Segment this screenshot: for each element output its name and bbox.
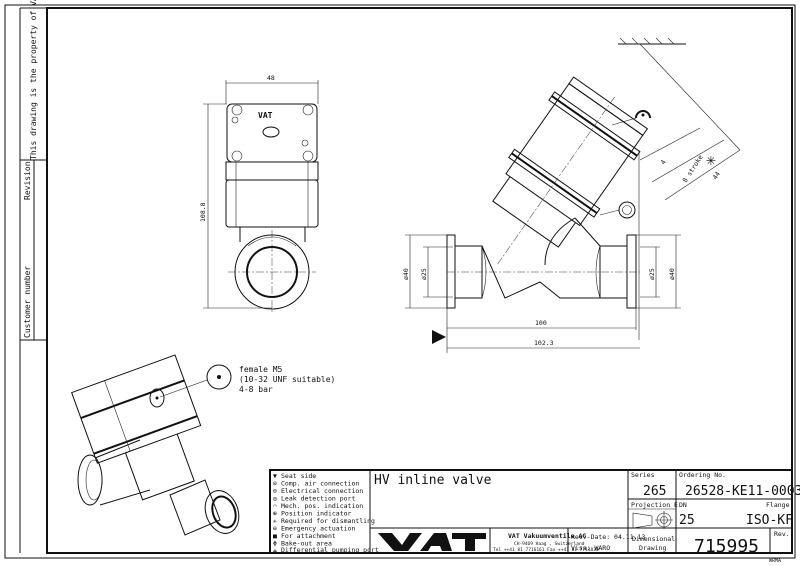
legend-mech-pos-icon: ⌒: [273, 502, 277, 510]
drawing-title: HV inline valve: [374, 473, 492, 488]
offset-dimension: 4: [659, 158, 668, 166]
company-name: VAT Vakuumventile AG: [508, 532, 586, 540]
legend-position-indicator-icon: ⊕: [273, 510, 277, 518]
doc-type-line1: Dimensional: [632, 535, 675, 543]
legend-item: Differential pumping port: [281, 546, 379, 554]
legend-item: For attachment: [281, 532, 336, 540]
dismantle-dimension: 44: [711, 170, 722, 181]
legend-leak-detection-icon: ◎: [273, 495, 277, 503]
height-dimension: 108.8: [199, 202, 207, 222]
legend-bake-out-icon: Φ: [273, 540, 277, 548]
legend-seat-side-icon: ▼: [273, 472, 277, 480]
left-outer-diameter: ø40: [402, 268, 410, 280]
series-value: 265: [643, 484, 666, 499]
legend-dismantling-icon: ✳: [273, 517, 277, 525]
side-view: 4 8 stroke 44 ✳ ø40 ø25 ø25 ø40 100 102.…: [402, 37, 741, 353]
legend-item: Comp. air connection: [281, 480, 359, 488]
visa: Visa: WARO: [571, 544, 610, 552]
length-dimension: 100: [535, 319, 547, 327]
left-inner-diameter: ø25: [420, 268, 428, 280]
iso-view: female M5 (10-32 UNF suitable) 4-8 bar: [71, 354, 335, 536]
outer-border: [4, 4, 796, 559]
flange-value: ISO-KF: [746, 513, 793, 528]
legend-comp-air-icon: ⊙: [273, 480, 277, 488]
legend-item: Position indicator: [281, 510, 352, 518]
legend-item: Seat side: [281, 472, 316, 480]
drawing-number: 715995: [694, 536, 759, 557]
dn-value: 25: [679, 513, 695, 528]
vat-logo: [378, 533, 486, 551]
customer-number-label: Customer number: [23, 266, 32, 338]
property-note: This drawing is the property of VAT.: [29, 0, 38, 160]
sheet-code: WRMA: [769, 558, 781, 564]
legend-attachment-icon: ■: [273, 532, 277, 540]
doc-type-line2: Drawing: [639, 544, 666, 552]
mech-pos-symbol: [641, 113, 645, 117]
port-note-line3: 4-8 bar: [239, 385, 273, 394]
port-note-line2: (10-32 UNF suitable): [239, 375, 335, 384]
dn-label: DN: [679, 501, 687, 509]
projection-symbol: [632, 511, 673, 529]
vat-logo: VAT: [258, 111, 273, 120]
legend-emergency-icon: ⊖: [273, 525, 277, 533]
front-view: VAT 48 108.8: [199, 74, 319, 314]
dismantling-symbol: ✳: [706, 150, 716, 169]
company-address: CH-9469 Haag , Switzerland: [514, 541, 585, 547]
overall-length-dimension: 102.3: [534, 339, 554, 347]
title-block: ▼ Seat side ⊙ Comp. air connection ⊖ Ele…: [269, 469, 800, 564]
legend-item: Electrical connection: [281, 487, 363, 495]
legend-item: Required for dismantling: [281, 517, 375, 525]
projection-label: Projection E: [631, 501, 678, 509]
legend: ▼ Seat side ⊙ Comp. air connection ⊖ Ele…: [273, 472, 379, 555]
legend-item: Emergency actuation: [281, 525, 355, 533]
rev-date: Rev.-Date: 04.11.13: [571, 533, 645, 541]
flange-label: Flange: [766, 501, 790, 509]
width-dimension: 48: [267, 74, 275, 82]
legend-item: Mech. pos. indication: [281, 502, 363, 510]
right-inner-diameter: ø25: [648, 268, 656, 280]
revision-label: Revision: [23, 161, 32, 200]
ordering-number: 26528-KE11-0003: [685, 484, 800, 499]
right-outer-diameter: ø40: [668, 268, 676, 280]
seat-side-symbol: [432, 330, 446, 344]
company-contact: Tel ++41 81 7716161 Fax ++41 81 7714830: [493, 547, 599, 553]
legend-item: Leak detection port: [281, 495, 355, 503]
ordering-label: Ordering No.: [679, 471, 726, 479]
series-label: Series: [631, 471, 655, 479]
legend-differential-pumping-icon: ✥: [273, 547, 277, 555]
margin-strip: This drawing is the property of VAT. Rev…: [19, 0, 47, 553]
legend-item: Bake-out area: [281, 540, 332, 548]
legend-electrical-icon: ⊖: [273, 487, 277, 495]
rev-label: Rev.: [774, 530, 790, 538]
port-note-line1: female M5: [239, 365, 283, 374]
